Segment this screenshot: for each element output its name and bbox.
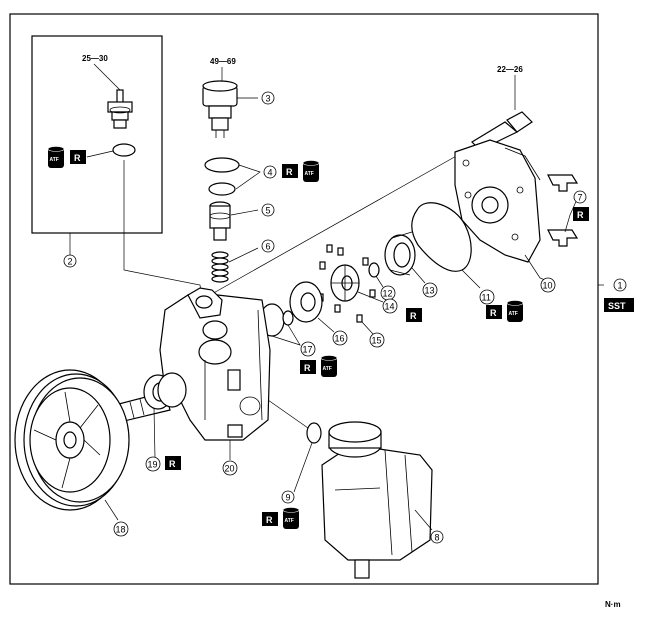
callout-20-text: 20 bbox=[225, 464, 235, 474]
callout-15-text: 15 bbox=[372, 336, 382, 346]
part-4-atf-badge: ATF bbox=[302, 160, 320, 182]
part-8-reservoir bbox=[321, 421, 433, 579]
callout-8: 8 bbox=[430, 530, 444, 544]
part-9-atf-badge: ATF bbox=[282, 507, 300, 529]
part-9-r-badge: R bbox=[262, 512, 278, 526]
part-11-atf-badge: ATF bbox=[506, 300, 524, 322]
inset-r-text: R bbox=[74, 153, 81, 163]
callout-18: 18 bbox=[113, 521, 129, 537]
part-14-rotor bbox=[330, 264, 360, 302]
callout-17-text: 17 bbox=[303, 345, 313, 355]
callout-12-text: 12 bbox=[383, 289, 393, 299]
callout-10-text: 10 bbox=[543, 281, 553, 291]
part-5-valve bbox=[209, 201, 231, 241]
callout-4-text: 4 bbox=[268, 168, 273, 178]
callout-2-text: 2 bbox=[68, 257, 73, 267]
callout-6: 6 bbox=[261, 239, 275, 253]
callout-14: 14 bbox=[382, 298, 398, 314]
callout-11-text: 11 bbox=[482, 293, 491, 303]
callout-11: 11 bbox=[479, 289, 495, 305]
part-19-r-text: R bbox=[169, 459, 176, 469]
part-9-r-text: R bbox=[266, 515, 273, 525]
part-19-seal bbox=[143, 372, 187, 410]
part-9-oring bbox=[306, 422, 322, 444]
part-6-spring bbox=[211, 251, 229, 283]
inset-oring bbox=[112, 143, 136, 157]
part-4-r-text: R bbox=[286, 167, 293, 177]
part-4-orings bbox=[204, 157, 240, 196]
part-13-cam-ring bbox=[384, 231, 416, 276]
callout-2: 2 bbox=[63, 254, 77, 268]
part-17-r-badge: R bbox=[300, 360, 316, 374]
unit-label: N·m bbox=[605, 600, 621, 609]
callout-19: 19 bbox=[145, 456, 161, 472]
inset-torque-label: 25—30 bbox=[82, 54, 108, 63]
callout-14-text: 14 bbox=[385, 302, 395, 312]
callout-13-text: 13 bbox=[425, 286, 435, 296]
callout-12: 12 bbox=[380, 285, 396, 301]
part-7-r-text: R bbox=[577, 210, 584, 220]
callout-10: 10 bbox=[540, 277, 556, 293]
part-17-atf-badge: ATF bbox=[320, 355, 338, 377]
callout-5-text: 5 bbox=[266, 206, 271, 216]
part-18-pulley bbox=[14, 369, 130, 511]
part-7-pins bbox=[547, 174, 579, 247]
outer-frame bbox=[9, 13, 599, 585]
callout-5: 5 bbox=[261, 203, 275, 217]
callout-1: 1 bbox=[613, 278, 627, 292]
callout-7-text: 7 bbox=[578, 193, 583, 203]
callout-16: 16 bbox=[332, 330, 348, 346]
callout-9: 9 bbox=[281, 490, 295, 504]
inset-frame bbox=[31, 35, 163, 234]
callout-19-text: 19 bbox=[148, 460, 158, 470]
part-bolt: 22—26 bbox=[471, 65, 533, 151]
part-7-r-badge: R bbox=[573, 207, 589, 221]
part-3-cap: 49—69 bbox=[202, 57, 238, 138]
inset-atf-badge: ATF bbox=[47, 146, 65, 168]
callout-16-text: 16 bbox=[335, 334, 345, 344]
part-12-ring bbox=[368, 262, 380, 278]
callout-3-text: 3 bbox=[266, 94, 271, 104]
part-10-cover bbox=[454, 139, 541, 263]
part-9-atf-text: ATF bbox=[285, 518, 294, 524]
part-11-atf-text: ATF bbox=[509, 311, 518, 317]
part-4-r-badge: R bbox=[282, 164, 298, 178]
callout-13: 13 bbox=[422, 282, 438, 298]
part-12-r-badge: R bbox=[406, 308, 422, 322]
cap-torque-label: 49—69 bbox=[210, 57, 236, 66]
part-12-r-text: R bbox=[410, 311, 417, 321]
part-17-r-text: R bbox=[304, 363, 311, 373]
part-17-atf-text: ATF bbox=[323, 366, 332, 372]
callout-18-text: 18 bbox=[116, 525, 126, 535]
inset-atf-text: ATF bbox=[50, 157, 59, 163]
callout-6-text: 6 bbox=[266, 242, 271, 252]
callout-15: 15 bbox=[369, 332, 385, 348]
callout-1-text: 1 bbox=[618, 281, 623, 291]
sst-text: SST bbox=[608, 301, 626, 311]
callout-20: 20 bbox=[222, 460, 238, 476]
part-19-r-badge: R bbox=[165, 456, 181, 470]
part-20-pump-body bbox=[159, 287, 271, 441]
inset-r-badge: R bbox=[70, 150, 86, 164]
part-4-atf-text: ATF bbox=[305, 171, 314, 177]
callout-9-text: 9 bbox=[286, 493, 291, 503]
part-11-r-badge: R bbox=[486, 305, 502, 319]
callout-17: 17 bbox=[300, 341, 316, 357]
inset-sensor-part: 25—30 bbox=[82, 54, 133, 129]
sst-badge: SST bbox=[604, 298, 634, 312]
callout-4: 4 bbox=[263, 165, 277, 179]
bolt-torque-label: 22—26 bbox=[497, 65, 523, 74]
callout-7: 7 bbox=[573, 190, 587, 204]
callout-3: 3 bbox=[261, 91, 275, 105]
part-11-r-text: R bbox=[490, 308, 497, 318]
callout-8-text: 8 bbox=[435, 533, 440, 543]
part-16-plate bbox=[289, 281, 323, 323]
